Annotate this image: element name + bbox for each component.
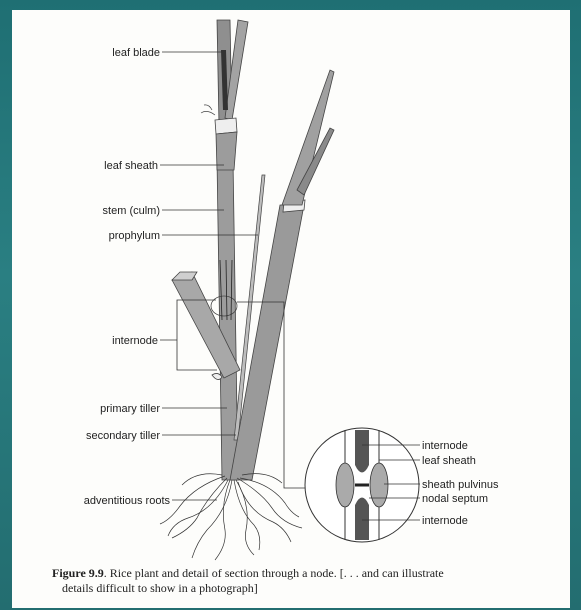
label-internode: internode	[112, 335, 158, 347]
label-prophylum: prophylum	[109, 230, 160, 242]
label-leaf-sheath: leaf sheath	[104, 160, 158, 172]
right-tiller	[230, 205, 304, 480]
detail-label-leaf-sheath: leaf sheath	[422, 455, 476, 467]
figure-sheet: leaf blade leaf sheath stem (culm) proph…	[12, 10, 570, 608]
adventitious-roots-drawing	[160, 474, 302, 560]
collar	[215, 118, 237, 134]
detail-label-internode-bottom: internode	[422, 515, 468, 527]
detail-label-nodal-septum: nodal septum	[422, 493, 488, 505]
detail-label-sheath-pulvinus: sheath pulvinus	[422, 479, 499, 491]
label-leaf-blade: leaf blade	[112, 47, 160, 59]
detail-label-internode-top: internode	[422, 440, 468, 452]
label-secondary-tiller: secondary tiller	[86, 430, 160, 442]
caption-line-2: details difficult to show in a photograp…	[52, 581, 562, 596]
label-primary-tiller: primary tiller	[100, 403, 160, 415]
label-stem: stem (culm)	[103, 205, 160, 217]
caption-figure-label: Figure 9.9	[52, 566, 104, 580]
collar-hairs	[201, 105, 215, 115]
upper-sheath	[216, 132, 237, 170]
caption-text-1: . Rice plant and detail of section throu…	[104, 566, 444, 580]
caption-line-1: Figure 9.9. Rice plant and detail of sec…	[52, 566, 562, 581]
figure-caption: Figure 9.9. Rice plant and detail of sec…	[52, 566, 562, 596]
rice-plant-diagram: leaf blade leaf sheath stem (culm) proph…	[12, 10, 570, 565]
label-adventitious-roots: adventitious roots	[84, 495, 171, 507]
